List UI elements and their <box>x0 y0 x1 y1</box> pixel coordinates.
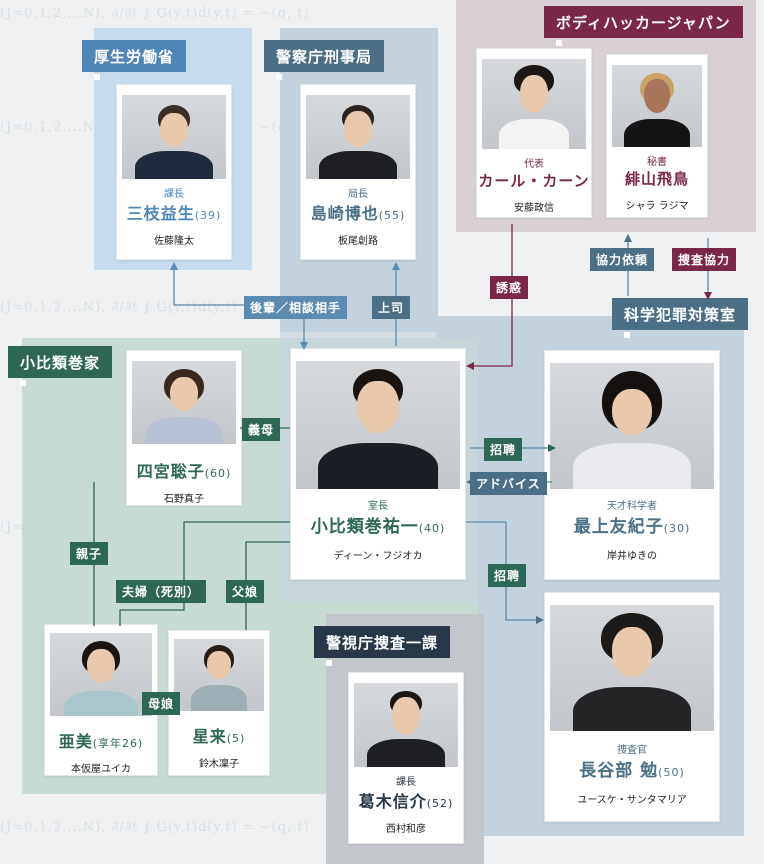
character-name: 亜美(享年26) <box>58 732 144 751</box>
portrait-photo <box>50 633 152 716</box>
actor-name: 本仮屋ユイカ <box>71 764 131 775</box>
background-formula: (J=0,1,2,...N), ∂/∂t ∫ G(y,t)d(y,t) = −(… <box>0 820 310 835</box>
portrait-photo <box>296 361 460 489</box>
group-title-kagaku: 科学犯罪対策室 <box>612 298 749 338</box>
actor-name: ディーン・フジオカ <box>333 551 423 562</box>
portrait-photo <box>550 605 714 731</box>
portrait-photo <box>550 363 714 489</box>
actor-name: 石野真子 <box>164 494 204 505</box>
character-name: 最上友紀子(30) <box>573 517 691 537</box>
group-title-kohiruimaki: 小比類巻家 <box>8 346 113 386</box>
character-name: 島崎博也(55) <box>310 204 406 223</box>
actor-name: 板尾創路 <box>338 236 378 247</box>
card-mieda[interactable]: 課長 三枝益生(39) 佐藤隆太 <box>116 84 232 260</box>
tag-shouhei-mogami: 招聘 <box>484 438 523 461</box>
card-karl[interactable]: 代表 カール・カーン 安藤政信 <box>476 48 592 218</box>
actor-name: 西村和彦 <box>386 824 426 835</box>
card-shinomiya[interactable]: 四宮聡子(60) 石野真子 <box>126 350 242 506</box>
role-label: 課長 <box>396 777 416 788</box>
portrait-photo <box>482 59 586 149</box>
card-kohiruimaki[interactable]: 室長 小比類巻祐一(40) ディーン・フジオカ <box>290 348 466 580</box>
tag-kyouryoku-irai: 協力依頼 <box>590 248 655 271</box>
group-title-bodyhacker: ボディハッカージャパン <box>544 6 743 46</box>
character-name: 小比類巻祐一(40) <box>310 517 446 537</box>
group-title-mpd: 警視庁捜査一課 <box>314 626 451 666</box>
tag-sousa-kyouryoku: 捜査協力 <box>672 248 737 271</box>
character-name: 緋山飛鳥 <box>624 170 689 188</box>
actor-name: 鈴木凜子 <box>199 759 239 770</box>
portrait-photo <box>174 639 264 711</box>
role-label: 秘書 <box>647 157 667 168</box>
actor-name: 安藤政信 <box>514 203 554 214</box>
tag-yuwaku: 誘惑 <box>490 276 529 299</box>
tag-oyako: 親子 <box>70 542 109 565</box>
tag-senpai-soudan: 後輩／相談相手 <box>244 296 348 319</box>
portrait-photo <box>612 65 702 147</box>
actor-name: シャラ ラジマ <box>625 201 689 212</box>
role-label: 代表 <box>524 159 544 170</box>
card-hiyama[interactable]: 秘書 緋山飛鳥 シャラ ラジマ <box>606 54 708 218</box>
card-mogami[interactable]: 天才科学者 最上友紀子(30) 岸井ゆきの <box>544 350 720 580</box>
portrait-photo <box>132 361 236 444</box>
role-label: 局長 <box>348 189 368 200</box>
arrow-up-hiyama <box>624 234 632 242</box>
role-label: 室長 <box>368 501 388 512</box>
card-ami[interactable]: 亜美(享年26) 本仮屋ユイカ <box>44 624 158 776</box>
tag-gibo: 義母 <box>242 418 281 441</box>
character-name: 四宮聡子(60) <box>136 462 232 481</box>
portrait-photo <box>306 95 410 179</box>
tag-fuufu: 夫婦（死別） <box>116 580 207 603</box>
actor-name: 岸井ゆきの <box>607 551 657 562</box>
character-name: 葛木信介(52) <box>358 792 454 811</box>
role-label: 課長 <box>164 189 184 200</box>
character-name: カール・カーン <box>478 172 590 190</box>
actor-name: ユースケ・サンタマリア <box>577 795 687 806</box>
character-name: 長谷部 勉(50) <box>579 761 685 781</box>
tag-joushi: 上司 <box>372 296 411 319</box>
tag-shouhei-hasebe: 招聘 <box>488 564 527 587</box>
character-name: 星来(5) <box>192 727 246 746</box>
background-formula: (J=0,1,2,...N), ∂/∂t ∫ G(y,t)d(y,t) = −(… <box>0 6 310 21</box>
group-title-npa: 警察庁刑事局 <box>264 40 385 80</box>
card-shimazaki[interactable]: 局長 島崎博也(55) 板尾創路 <box>300 84 416 260</box>
role-label: 捜査官 <box>617 745 647 756</box>
portrait-photo <box>122 95 226 179</box>
role-label: 天才科学者 <box>607 501 657 512</box>
card-hasebe[interactable]: 捜査官 長谷部 勉(50) ユースケ・サンタマリア <box>544 592 720 822</box>
tag-fujou: 父娘 <box>226 580 265 603</box>
group-title-mhlw: 厚生労働省 <box>82 40 187 80</box>
card-seira[interactable]: 星来(5) 鈴木凜子 <box>168 630 270 776</box>
portrait-photo <box>354 683 458 767</box>
actor-name: 佐藤隆太 <box>154 236 194 247</box>
tag-advice: アドバイス <box>470 472 547 495</box>
card-kuzuki[interactable]: 課長 葛木信介(52) 西村和彦 <box>348 672 464 844</box>
character-name: 三枝益生(39) <box>126 204 222 223</box>
tag-boujou: 母娘 <box>142 692 181 715</box>
